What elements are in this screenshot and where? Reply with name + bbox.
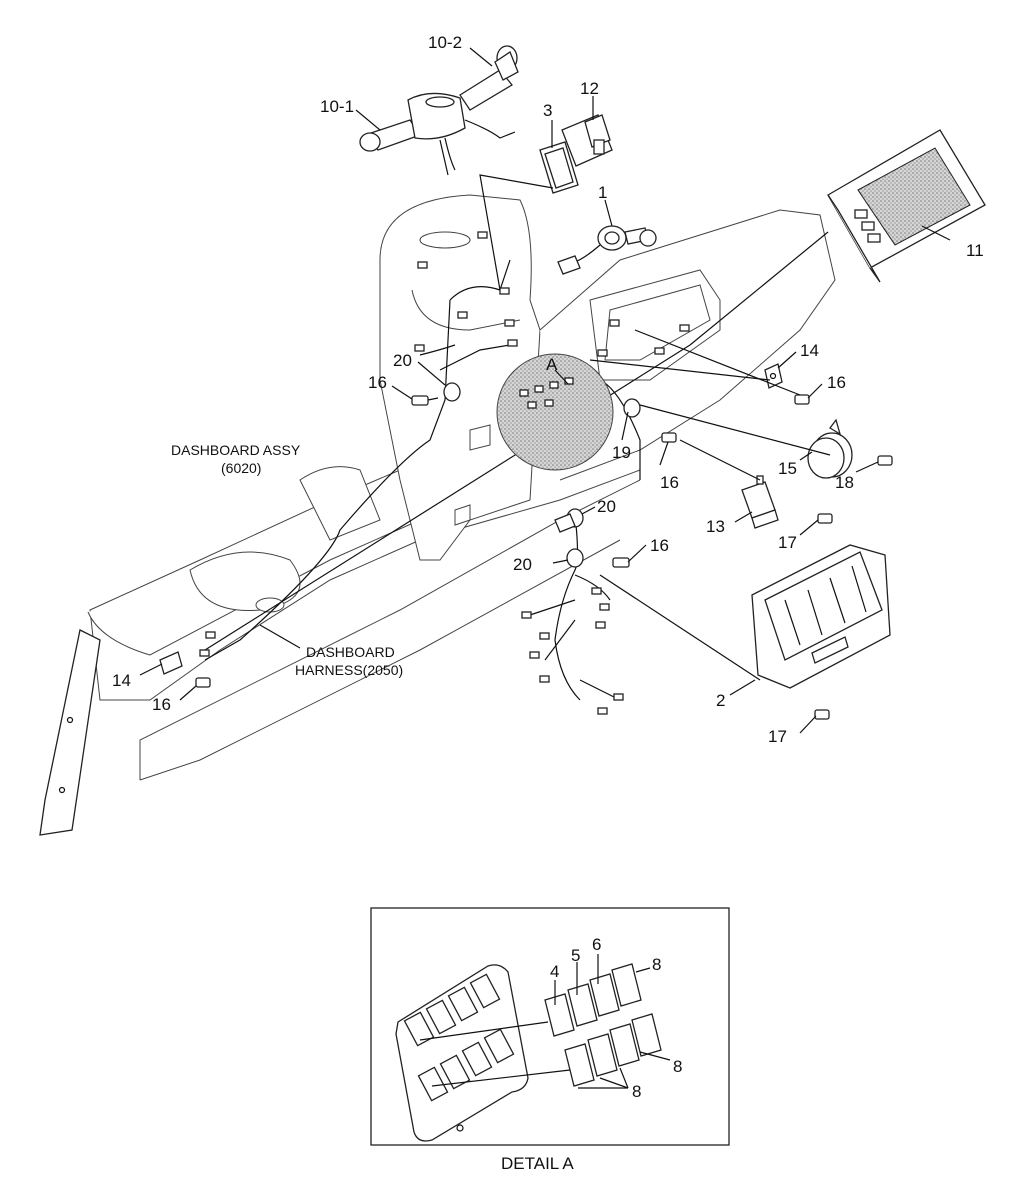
rocker-switch bbox=[561, 114, 613, 167]
detail-label-6: 6 bbox=[592, 935, 601, 954]
controller-unit bbox=[751, 544, 891, 689]
screw-17a bbox=[817, 513, 833, 524]
cluster-monitor bbox=[827, 129, 986, 283]
detail-label-8-right: 8 bbox=[673, 1057, 682, 1076]
clamps bbox=[159, 382, 641, 675]
screw-16c bbox=[661, 432, 677, 443]
key-switch bbox=[557, 225, 657, 275]
screws bbox=[195, 394, 893, 720]
caption-dashboard-assy-code: (6020) bbox=[221, 460, 261, 476]
label-18: 18 bbox=[835, 473, 854, 492]
detail-label-8-bottom: 8 bbox=[632, 1082, 641, 1101]
label-14-right: 14 bbox=[800, 341, 819, 360]
label-11: 11 bbox=[966, 241, 984, 260]
screw-16d bbox=[612, 557, 630, 568]
switch-plates-upper bbox=[544, 963, 642, 1037]
panel-slots bbox=[403, 973, 515, 1132]
label-10-2: 10-2 bbox=[428, 33, 462, 52]
label-16-bottom: 16 bbox=[152, 695, 171, 714]
buzzer bbox=[807, 418, 853, 479]
relay bbox=[741, 475, 779, 529]
label-12: 12 bbox=[580, 79, 599, 98]
label-16-low: 16 bbox=[650, 536, 669, 555]
leader-lines bbox=[139, 47, 951, 734]
screw-16a bbox=[411, 395, 439, 406]
label-3: 3 bbox=[543, 101, 552, 120]
label-19: 19 bbox=[612, 443, 631, 462]
label-20-mid: 20 bbox=[597, 497, 616, 516]
label-13: 13 bbox=[706, 517, 725, 536]
callout-labels: 10-2 10-1 12 3 1 11 14 16 20 16 A 19 16 … bbox=[112, 33, 984, 746]
harness-clips bbox=[199, 231, 690, 715]
label-17-top: 17 bbox=[778, 533, 797, 552]
caption-harness-code: HARNESS(2050) bbox=[295, 662, 403, 678]
label-15: 15 bbox=[778, 459, 797, 478]
label-16-left: 16 bbox=[368, 373, 387, 392]
label-16-mid: 16 bbox=[660, 473, 679, 492]
screw-18 bbox=[877, 455, 893, 466]
detail-a-title: DETAIL A bbox=[501, 1154, 574, 1173]
detail-a-callout bbox=[496, 353, 614, 471]
screw-17b bbox=[814, 709, 830, 720]
label-14-left: 14 bbox=[112, 671, 131, 690]
caption-harness: DASHBOARD bbox=[306, 644, 395, 660]
caption-dashboard-assy: DASHBOARD ASSY bbox=[171, 442, 301, 458]
assembly-captions: DASHBOARD ASSY (6020) DASHBOARD HARNESS(… bbox=[171, 442, 403, 678]
dashboard-assy bbox=[39, 194, 836, 836]
label-17-low: 17 bbox=[768, 727, 787, 746]
switch-plates-lower bbox=[564, 1013, 662, 1087]
screw-16b bbox=[794, 394, 810, 405]
label-20-top: 20 bbox=[393, 351, 412, 370]
detail-label-8-top: 8 bbox=[652, 955, 661, 974]
detail-label-5: 5 bbox=[571, 946, 580, 965]
label-10-1: 10-1 bbox=[320, 97, 354, 116]
detail-a-box: 4 5 6 8 8 8 bbox=[370, 907, 730, 1146]
label-1: 1 bbox=[598, 183, 607, 202]
label-2: 2 bbox=[716, 691, 725, 710]
label-16-right: 16 bbox=[827, 373, 846, 392]
label-20-low: 20 bbox=[513, 555, 532, 574]
screw-16e bbox=[195, 677, 211, 688]
combination-switch bbox=[359, 45, 519, 171]
detail-label-4: 4 bbox=[550, 962, 559, 981]
label-a: A bbox=[546, 355, 558, 374]
switch-plate bbox=[479, 141, 579, 291]
